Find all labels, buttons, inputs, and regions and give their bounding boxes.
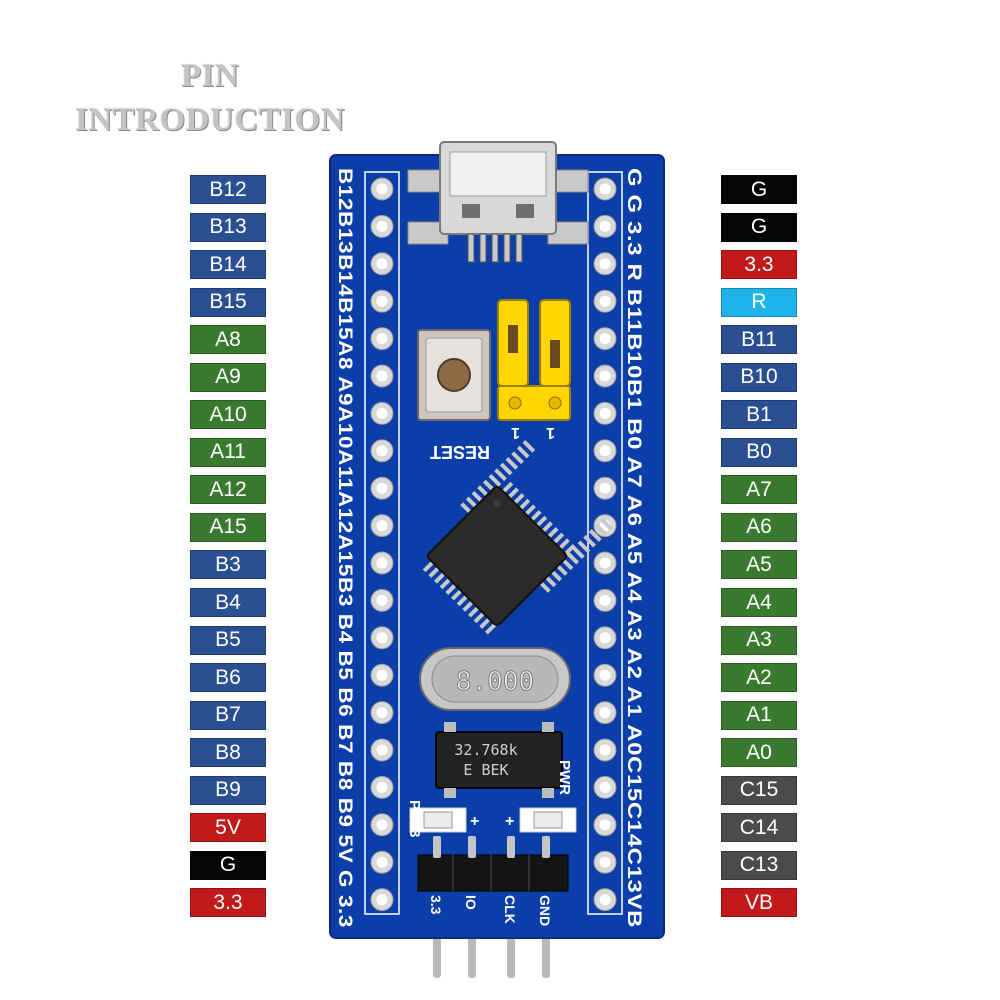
reset-button [417,329,491,421]
right-pin-6: B10 [721,362,797,392]
crystal-32k-sublabel: E BEK [463,761,508,779]
right-pin-13: A3 [721,625,797,655]
right-pin-16: A0 [721,738,797,768]
left-pin-13: B5 [190,625,266,655]
right-pin-20: VB [721,888,797,918]
left-pin-11: B3 [190,550,266,580]
left-pin-18: 5V [190,813,266,843]
swd-pin-label-2: IO [463,895,479,910]
jumper-label-1: 1 [511,424,520,441]
crystal-32k [435,722,563,798]
right-pin-18: C14 [721,813,797,843]
right-pin-1: G [721,175,797,204]
left-pin-17: B9 [190,775,266,805]
led-pc13 [409,807,467,833]
boot-jumpers [497,299,571,421]
left-pin-8: A11 [190,437,266,467]
right-pin-10: A6 [721,512,797,542]
left-pin-5: A8 [190,325,266,355]
left-pin-4: B15 [190,287,266,317]
swd-pin-label-4: GND [537,895,553,926]
swd-header [417,836,569,892]
header-holes [364,171,623,915]
right-pin-17: C15 [721,775,797,805]
right-pin-2: G [721,212,797,242]
right-pin-19: C13 [721,850,797,880]
left-pin-16: B8 [190,738,266,768]
left-pin-9: A12 [190,475,266,505]
right-silkscreen: G G 3.3 R B11B10B1 B0 A7 A6 A5 A4 A3 A2 … [623,168,644,928]
right-pin-4: R [721,287,797,317]
right-pin-5: B11 [721,325,797,355]
micro-usb-connector [407,141,589,263]
left-pin-1: B12 [190,175,266,204]
title-line-2: INTRODUCTION [74,102,346,138]
right-pin-11: A5 [721,550,797,580]
led-pwr-label: PWR [556,760,573,795]
led-pwr-plus: + [505,813,514,830]
swd-pin-label-3: CLK [502,895,518,924]
left-pin-2: B13 [190,212,266,242]
right-pin-15: A1 [721,700,797,730]
right-pin-3: 3.3 [721,250,797,280]
right-pin-12: A4 [721,588,797,618]
crystal-8mhz [419,647,571,711]
right-pin-8: B0 [721,437,797,467]
left-pin-19: G [190,850,266,880]
crystal-32k-label: 32.768k [454,741,517,759]
jumper-label-2: 1 [546,424,555,441]
left-pin-7: A10 [190,400,266,430]
right-pin-9: A7 [721,475,797,505]
right-pin-7: B1 [721,400,797,430]
left-pin-3: B14 [190,250,266,280]
led-pc13-label: PC13 [406,800,423,838]
swd-pin-labels: 3.3 IO CLK GND [428,895,553,926]
left-pin-12: B4 [190,588,266,618]
left-silkscreen: B12B13B14B15A8 A9A10A11A12A15B3 B4 B5 B6… [334,168,355,928]
led-pwr [519,807,577,833]
left-pin-10: A15 [190,512,266,542]
swd-pin-label-1: 3.3 [428,895,444,915]
led-pc13-plus: + [470,813,479,830]
left-pin-15: B7 [190,700,266,730]
crystal-8mhz-label: 8.000 [456,667,534,697]
title-line-1: PIN [180,58,240,94]
left-pin-6: A9 [190,362,266,392]
right-pin-14: A2 [721,663,797,693]
reset-label: RESET [430,442,490,462]
left-pin-14: B6 [190,663,266,693]
mcu-chip [422,440,613,635]
left-pin-20: 3.3 [190,888,266,918]
